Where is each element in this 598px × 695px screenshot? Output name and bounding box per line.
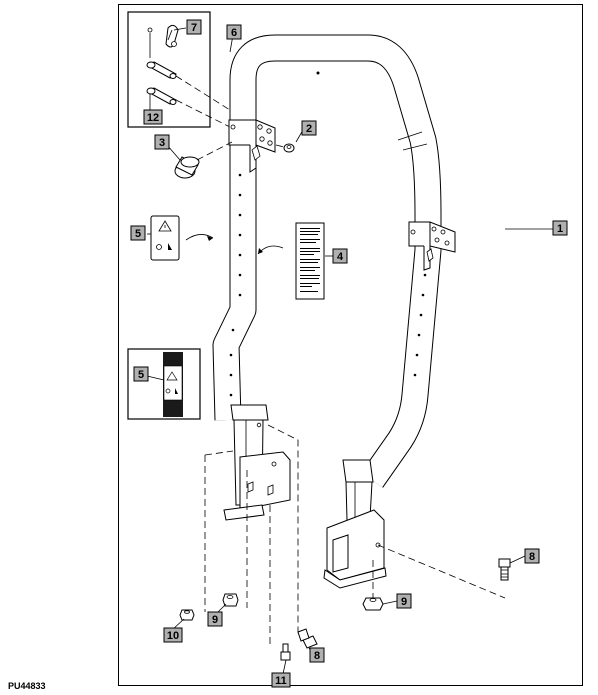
svg-text:8: 8 [314,650,320,662]
lynch-pin [147,24,179,58]
bolt-left-8 [297,628,318,649]
lower-right-mount [323,459,387,589]
svg-text:1: 1 [557,223,563,235]
decal-4-arrow [257,245,284,255]
callout-5-inset: 5 [133,366,149,382]
svg-text:3: 3 [159,137,165,149]
svg-text:6: 6 [231,27,237,39]
callout-8-right: 8 [524,548,540,564]
callout-9-right: 9 [396,593,412,609]
figure-id: PU44833 [8,681,46,691]
right-upright [360,230,442,488]
warning-decal [150,215,180,261]
bolt-left-11 [280,643,291,661]
svg-text:10: 10 [167,630,179,642]
lock-knob [174,141,233,179]
svg-text:5: 5 [138,369,144,381]
svg-text:9: 9 [212,614,218,626]
callout-1: 1 [552,220,568,236]
callout-5-decal: 5 [130,225,146,241]
svg-text:4: 4 [337,251,344,263]
lower-pin [146,87,177,110]
flange-nut-upper [275,143,295,153]
svg-text:12: 12 [147,112,159,124]
svg-text:11: 11 [275,675,287,687]
nut-right [362,597,384,611]
drawing-frame [118,4,583,686]
callout-3: 3 [154,134,170,150]
pin-inset [127,11,211,128]
svg-text:8: 8 [529,551,535,563]
upper-left-bracket [228,119,276,173]
lower-left-mount [223,404,291,521]
svg-text:2: 2 [306,123,312,135]
callout-6: 6 [226,24,242,40]
left-upright [212,125,257,421]
upper-rollbar [229,34,442,230]
instruction-decal [295,222,325,300]
nut-left-9 [222,593,239,607]
upper-right-bracket [408,221,456,271]
svg-text:7: 7 [191,22,197,34]
callout-4: 4 [332,248,348,264]
callout-12: 12 [143,109,163,125]
callout-7: 7 [186,19,202,35]
upper-pin [146,61,177,79]
svg-text:5: 5 [135,228,141,240]
decal-inset [127,348,201,420]
callout-2: 2 [301,120,317,136]
mounting-hardware-lines [204,424,506,648]
nut-left-10 [179,609,195,621]
decal-5-arrow [185,234,214,241]
svg-text:9: 9 [401,596,407,608]
callout-11: 11 [271,672,291,688]
bolt-right [498,558,511,581]
callout-10: 10 [163,627,183,643]
callout-8-left: 8 [309,647,325,663]
callout-9-left: 9 [207,611,223,627]
